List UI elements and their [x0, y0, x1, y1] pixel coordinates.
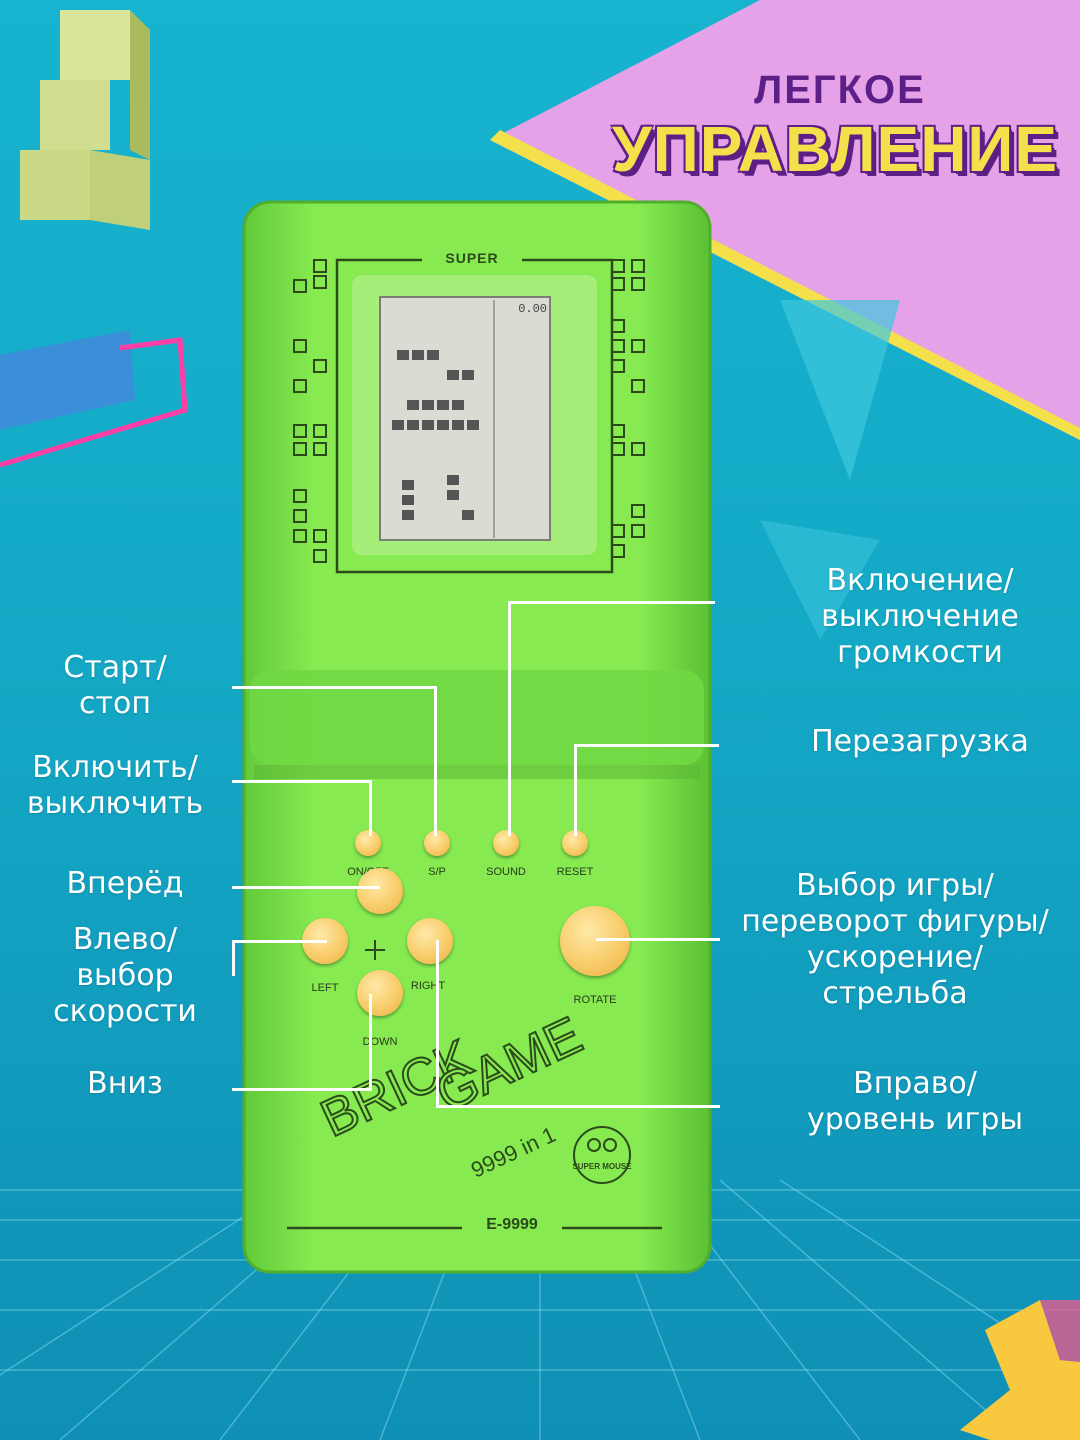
line-start-stop-v	[434, 686, 437, 836]
line-power	[232, 780, 372, 783]
line-right-h	[436, 1105, 720, 1108]
callout-down: Вниз	[87, 1066, 163, 1101]
start-pause-button[interactable]	[424, 830, 450, 856]
device-brand-top: SUPER	[422, 250, 522, 266]
line-power-v	[369, 780, 372, 836]
callout-rotate-select: Выбор игры/ переворот фигуры/ ускорение/…	[741, 868, 1049, 1011]
down-label: DOWN	[362, 1036, 398, 1048]
rotate-label: ROTATE	[573, 994, 617, 1006]
line-sound-h	[508, 601, 715, 604]
line-rotate	[596, 938, 720, 941]
lcd-score: 0.00	[518, 302, 547, 316]
callout-sound-toggle: Включение/ выключение громкости	[821, 563, 1019, 670]
callout-forward: Вперёд	[66, 866, 184, 901]
callout-left-speed: Влево/ выбор скорости	[53, 922, 197, 1029]
header-line2: УПРАВЛЕНИЕ	[611, 113, 1059, 185]
line-reset-v	[574, 744, 577, 836]
reset-label: RESET	[556, 866, 594, 878]
line-forward	[232, 886, 380, 889]
callout-power: Включить/ выключить	[26, 750, 204, 821]
sound-button[interactable]	[493, 830, 519, 856]
sp-label: S/P	[428, 866, 446, 878]
line-sound-v	[508, 601, 511, 836]
down-button[interactable]	[357, 970, 403, 1016]
line-left-v	[232, 940, 235, 976]
line-reset-h	[574, 744, 719, 747]
right-button[interactable]	[407, 918, 453, 964]
up-button[interactable]	[357, 868, 403, 914]
mascot-text: SUPER MOUSE	[572, 1162, 632, 1171]
header-line1: ЛЕГКОЕ	[754, 68, 926, 112]
line-left-h	[232, 940, 327, 943]
callout-start-stop: Старт/ стоп	[63, 650, 167, 721]
handheld-device: SUPER 0.00 ON/OFF S/P SOUND RESET LEFT R…	[242, 200, 712, 1275]
right-label: RIGHT	[410, 980, 446, 992]
line-right-v	[436, 940, 439, 1108]
device-body	[242, 200, 712, 1274]
callout-right-level: Вправо/ уровень игры	[806, 1066, 1024, 1137]
model-number: E-9999	[486, 1216, 538, 1233]
sound-label: SOUND	[486, 866, 526, 878]
callout-reset: Перезагрузка	[811, 724, 1029, 759]
line-start-stop	[232, 686, 437, 689]
rotate-button[interactable]	[560, 906, 630, 976]
on-off-button[interactable]	[355, 830, 381, 856]
line-down-h	[232, 1088, 372, 1091]
line-down-v	[369, 994, 372, 1091]
left-label: LEFT	[311, 982, 339, 994]
